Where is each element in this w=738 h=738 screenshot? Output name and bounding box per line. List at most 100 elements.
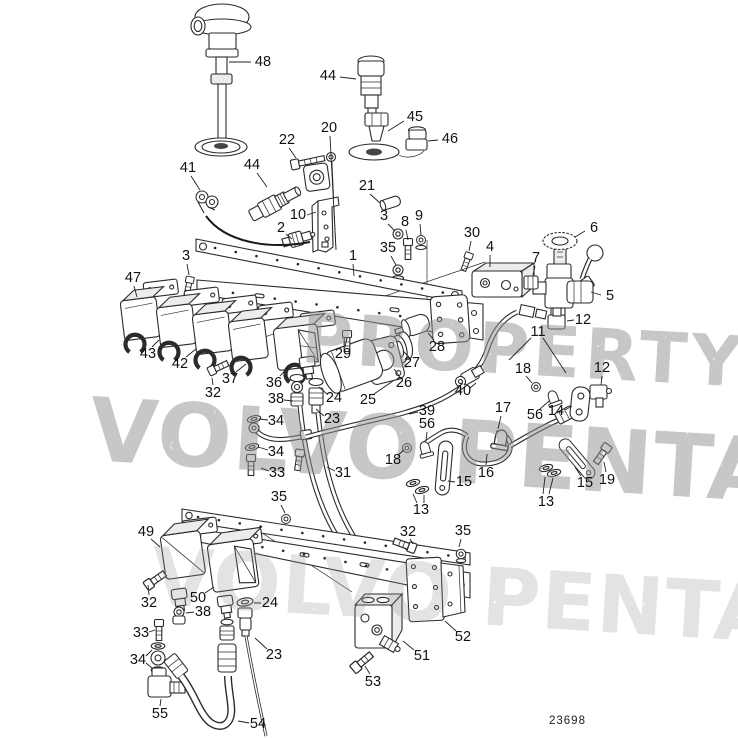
callout-leader-18: [397, 449, 405, 456]
callout-leader-35: [390, 255, 397, 266]
part-pin-21: [379, 195, 401, 211]
callout-40: 40: [455, 383, 471, 399]
callout-19: 19: [599, 472, 615, 488]
callout-44: 44: [244, 157, 260, 173]
callout-45: 45: [407, 109, 423, 125]
part-block-51: [353, 592, 404, 654]
part-bracket-14: [569, 386, 591, 422]
part-hose-54: [163, 653, 236, 730]
callout-leader-42: [185, 348, 197, 358]
part-valve-44-top: [357, 55, 385, 121]
callout-leader-13: [542, 476, 546, 495]
callout-13: 13: [413, 502, 429, 518]
part-46: [405, 126, 428, 151]
callout-14: 14: [548, 403, 564, 419]
callout-leader-18: [525, 375, 533, 384]
part-box-49: [159, 516, 219, 580]
part-washers-34c: [150, 642, 166, 674]
part-pump-25: [319, 313, 430, 394]
callout-43: 43: [140, 346, 156, 362]
callout-leader-26: [393, 368, 401, 378]
callout-leader-23: [315, 408, 325, 417]
callout-leader-47: [133, 285, 138, 298]
callout-leader-31: [326, 466, 336, 472]
callout-leader-15: [574, 466, 582, 477]
callout-leader-1: [352, 263, 355, 277]
callout-leader-28: [427, 332, 435, 341]
callout-10: 10: [290, 207, 306, 223]
callout-leader-44: [339, 76, 357, 80]
callout-leader-25: [373, 380, 394, 395]
callout-leader-56: [539, 400, 550, 410]
callout-leader-32: [147, 584, 150, 596]
part-45: [364, 112, 389, 142]
callout-leader-36: [279, 365, 290, 377]
callout-41: 41: [180, 160, 196, 176]
part-box-50: [206, 526, 264, 593]
callout-49: 49: [138, 524, 154, 540]
callout-leader-34: [145, 649, 153, 657]
part-clamp-41: [195, 190, 219, 214]
callout-28: 28: [429, 339, 445, 355]
callout-leader-46: [427, 139, 439, 142]
callout-26: 26: [396, 375, 412, 391]
callout-22: 22: [279, 132, 295, 148]
callout-34: 34: [268, 444, 284, 460]
callout-21: 21: [359, 178, 375, 194]
callout-leader-12: [600, 375, 603, 386]
callout-leader-10: [306, 211, 317, 216]
part-elbow-55: [147, 667, 186, 698]
callout-leader-32: [211, 377, 214, 386]
callout-18: 18: [515, 361, 531, 377]
callout-leader-13: [548, 477, 554, 495]
callout-leader-34: [258, 418, 269, 421]
callout-leader-40: [469, 382, 477, 389]
callout-53: 53: [365, 674, 381, 690]
callout-32: 32: [141, 595, 157, 611]
callout-34: 34: [130, 652, 146, 668]
part-sender-48: [190, 3, 252, 157]
callout-37: 37: [222, 371, 238, 387]
callout-leader-29: [344, 337, 348, 348]
callout-leader-21: [369, 193, 381, 204]
callout-20: 20: [321, 120, 337, 136]
callout-54: 54: [250, 716, 266, 732]
callout-leader-17: [497, 415, 502, 430]
callout-9: 9: [415, 208, 423, 224]
callout-29: 29: [335, 346, 351, 362]
part-nut-35c: [455, 548, 467, 564]
callout-7: 7: [532, 250, 540, 266]
callout-leader-50: [204, 586, 215, 594]
callout-leader-22: [288, 147, 297, 159]
part-bolt-53: [348, 649, 376, 675]
part-valve-2: [281, 230, 316, 248]
callout-38: 38: [195, 604, 211, 620]
part-nut-35b: [281, 514, 291, 524]
callout-leader-34: [257, 446, 269, 451]
part-injector-44: [248, 186, 302, 222]
callout-leader-23: [254, 637, 268, 650]
callout-15: 15: [577, 475, 593, 491]
callout-leader-6: [574, 230, 586, 238]
part-hoses-31: [297, 405, 361, 545]
callout-leader-34: [145, 662, 153, 669]
part-valve-assembly: [523, 231, 604, 330]
callout-55: 55: [152, 706, 168, 722]
callout-35: 35: [455, 523, 471, 539]
part-hose-39: [305, 382, 466, 440]
callout-leader-27: [402, 350, 410, 358]
callout-3: 3: [380, 208, 388, 224]
callout-23: 23: [324, 411, 340, 427]
callout-33: 33: [269, 465, 285, 481]
callout-30: 30: [464, 225, 480, 241]
callout-leader-13: [412, 493, 418, 504]
callout-39: 39: [419, 403, 435, 419]
callout-leader-52: [444, 620, 457, 632]
callout-42: 42: [172, 356, 188, 372]
part-plate-28: [429, 294, 471, 345]
callout-leader-44: [256, 172, 268, 188]
callout-leader-35: [280, 504, 286, 514]
callout-32: 32: [205, 385, 221, 401]
